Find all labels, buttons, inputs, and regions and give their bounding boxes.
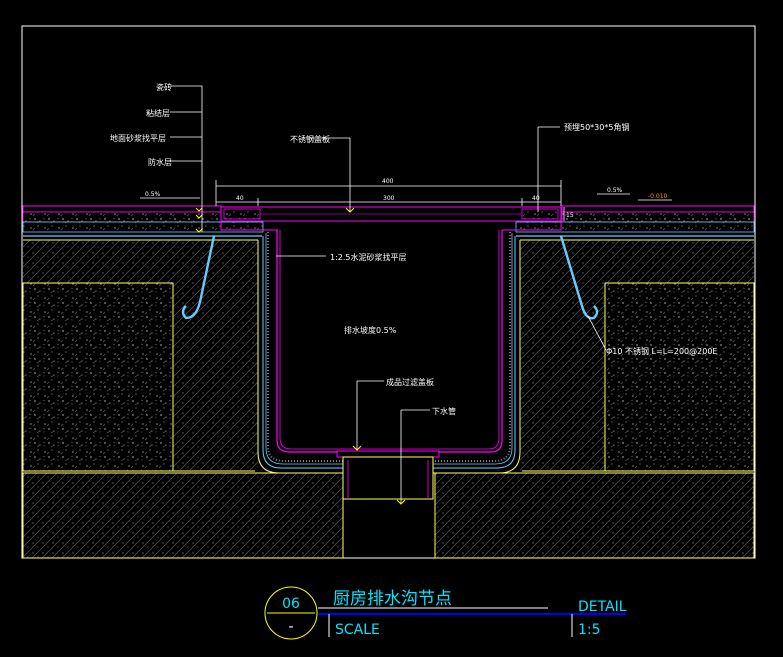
title-circle xyxy=(264,586,318,640)
title-detail: DETAIL xyxy=(578,599,627,615)
label-rebar: Φ10 不锈钢 L=L=200@200E xyxy=(606,346,717,356)
finish-layers-left xyxy=(22,205,264,241)
stainless-cover-plate xyxy=(220,206,562,231)
label-tile: 瓷砖 xyxy=(156,82,172,92)
title-number: 06 xyxy=(282,596,300,612)
label-filter-cover: 成品过滤盖板 xyxy=(386,377,434,387)
lower-slab-right xyxy=(434,472,755,559)
title-sub: - xyxy=(288,619,293,635)
title-scale-value: 1:5 xyxy=(578,622,601,638)
label-slope: 排水坡度0.5% xyxy=(344,325,397,335)
drain-outlet xyxy=(336,450,440,558)
dimension-lines xyxy=(215,180,565,221)
title-block: 06 - 厨房排水沟节点 DETAIL SCALE 1:5 xyxy=(264,586,627,640)
leader-lines xyxy=(140,85,672,503)
dim-level: -0.010 xyxy=(648,193,668,200)
concrete-block-right xyxy=(604,282,755,472)
trench-walls xyxy=(257,230,521,474)
label-waterproof: 防水层 xyxy=(148,157,172,167)
slab-bottom-left-outline xyxy=(172,283,255,472)
dim-slope-left: 0.5% xyxy=(145,191,161,198)
label-mortar-leveling: 地面砂浆找平层 xyxy=(110,133,166,143)
slab-bottom-right-outline xyxy=(522,283,606,472)
yellow-arrowheads xyxy=(195,207,406,505)
lower-slab-left xyxy=(22,472,344,559)
dim-side: 15 xyxy=(566,212,574,219)
title-scale-label: SCALE xyxy=(335,622,380,638)
drawing-frame xyxy=(21,25,756,559)
finish-layers-right xyxy=(515,205,755,241)
concrete-block-left xyxy=(22,282,174,472)
label-cement-mortar: 1:2.5水泥砂浆找平层 xyxy=(330,252,407,262)
dim-left: 40 xyxy=(236,195,244,202)
dim-middle: 300 xyxy=(383,195,395,202)
dim-overall: 400 xyxy=(382,178,394,185)
label-drain-pipe: 下水管 xyxy=(432,406,456,416)
dim-right: 40 xyxy=(532,195,540,202)
label-stainless-cover: 不锈钢盖板 xyxy=(290,134,330,144)
title-text: 厨房排水沟节点 xyxy=(333,589,452,609)
dim-slope-right: 0.5% xyxy=(607,187,623,194)
anchor-rebar-right xyxy=(559,235,599,320)
anchor-rebar-left xyxy=(181,235,216,320)
label-bond-layer: 粘结层 xyxy=(146,108,170,118)
label-embedded-angle: 预埋50*30*5角钢 xyxy=(564,122,629,132)
